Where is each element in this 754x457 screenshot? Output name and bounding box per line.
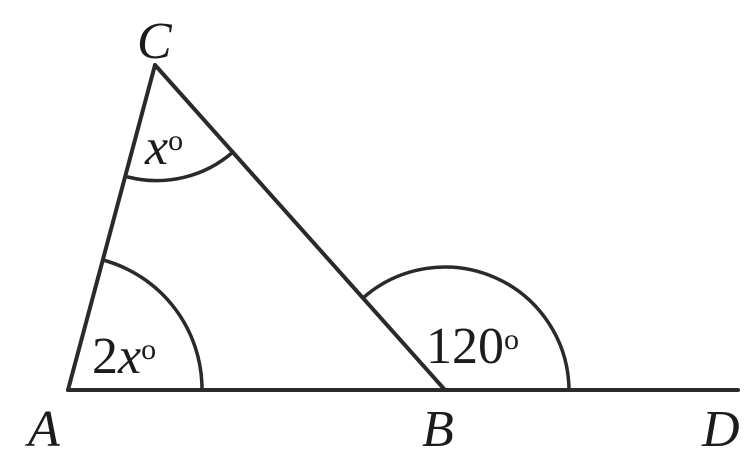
angle-b-degree: o bbox=[504, 323, 519, 356]
angle-arc-b-exterior bbox=[361, 265, 571, 392]
angle-c-var: x bbox=[144, 119, 168, 176]
vertex-label-d: D bbox=[701, 401, 740, 457]
angle-a-var: x bbox=[117, 328, 141, 385]
vertex-label-a: A bbox=[25, 401, 60, 457]
angle-label-b-exterior: 120o bbox=[426, 318, 519, 375]
angle-a-degree: o bbox=[141, 333, 156, 366]
angle-arc-c bbox=[126, 150, 235, 183]
angle-label-a: 2xo bbox=[92, 328, 156, 385]
vertex-label-c: C bbox=[137, 13, 173, 70]
angle-a-coef: 2 bbox=[92, 328, 118, 385]
angle-label-c: xo bbox=[144, 119, 183, 176]
angle-arc-a bbox=[101, 258, 204, 392]
angle-c-degree: o bbox=[168, 124, 183, 157]
segment-ac bbox=[66, 63, 157, 392]
angle-b-value: 120 bbox=[426, 318, 504, 375]
vertex-label-b: B bbox=[422, 401, 454, 457]
segment-cb bbox=[153, 63, 447, 392]
